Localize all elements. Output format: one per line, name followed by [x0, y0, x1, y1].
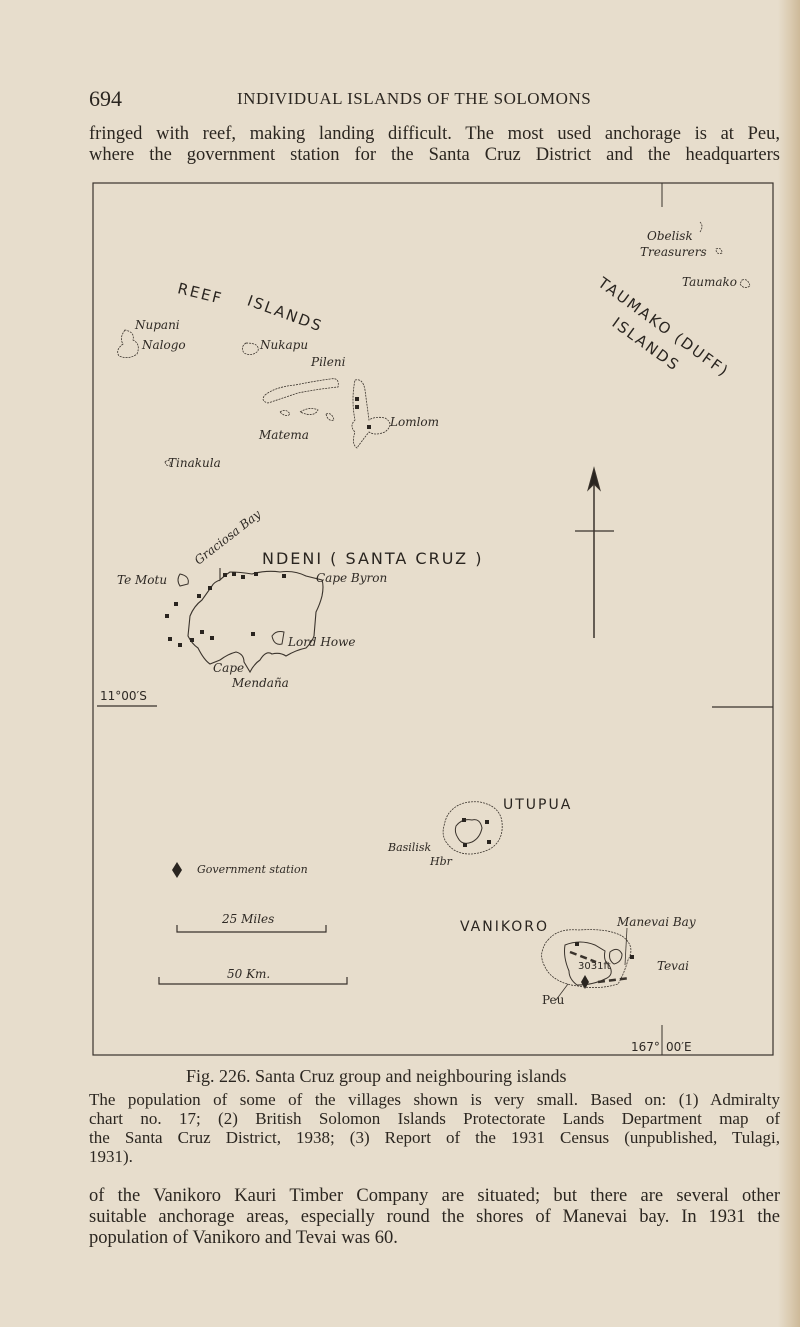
- label-lomlom: Lomlom: [390, 415, 440, 429]
- label-mendana: Mendaña: [232, 676, 289, 690]
- pileni-reef: [262, 378, 339, 404]
- label-lord-howe: Lord Howe: [288, 635, 356, 649]
- vanikoro-island: [564, 941, 612, 986]
- caption-line: the Santa Cruz District, 1938; (3) Repor…: [89, 1128, 780, 1147]
- duff-islands: [699, 221, 751, 288]
- label-nalogo: Nalogo: [142, 338, 186, 352]
- body-line: population of Vanikoro and Tevai was 60.: [89, 1228, 398, 1248]
- te-motu-island: [177, 573, 189, 587]
- intro-line: where the government station for the San…: [89, 145, 780, 165]
- map-frame: [92, 182, 774, 1056]
- label-latitude: 11°00′S: [100, 689, 147, 703]
- tinakula-island: [164, 460, 172, 466]
- label-nupani: Nupani: [135, 318, 180, 332]
- label-obelisk: Obelisk: [647, 229, 693, 243]
- nukapu-island: [242, 342, 259, 355]
- label-manevai-bay: Manevai Bay: [617, 915, 696, 929]
- body-line: suitable anchorage areas, especially rou…: [89, 1207, 780, 1227]
- label-longitude-min: 00′E: [666, 1040, 692, 1054]
- lord-howe-island: [271, 631, 285, 645]
- scale-bar-km: [158, 977, 348, 985]
- caption-line: 1931).: [89, 1147, 133, 1166]
- running-title: INDIVIDUAL ISLANDS OF THE SOLOMONS: [237, 89, 592, 108]
- label-te-motu: Te Motu: [117, 573, 168, 587]
- government-station-legend-icon: [172, 862, 182, 878]
- nupani-nalogo-island: [117, 329, 139, 358]
- label-vanikoro: VANIKORO: [460, 919, 550, 935]
- label-longitude-deg: 167°: [631, 1040, 660, 1054]
- label-peu: Peu: [542, 993, 565, 1007]
- scale-bar-miles: [176, 925, 327, 933]
- label-ndeni: NDENI ( SANTA CRUZ ): [262, 549, 484, 568]
- label-treasurers: Treasurers: [640, 245, 707, 259]
- page-edge-shadow: [778, 0, 800, 1327]
- utupua-reef: [442, 801, 503, 855]
- label-tevai: Tevai: [657, 959, 689, 973]
- village-markers: [165, 397, 634, 989]
- page-number: 694: [89, 86, 122, 111]
- north-arrow-icon: [575, 466, 614, 638]
- label-height: 3031ft: [578, 961, 611, 972]
- label-taumako: Taumako: [682, 275, 737, 289]
- label-cape-byron: Cape Byron: [316, 571, 388, 585]
- label-hbr: Hbr: [430, 855, 452, 868]
- matema-islands: [279, 408, 335, 421]
- label-pileni: Pileni: [311, 355, 346, 369]
- caption-line: The population of some of the villages s…: [89, 1090, 780, 1109]
- intro-line: fringed with reef, making landing diffic…: [89, 124, 780, 144]
- label-basilisk: Basilisk: [388, 841, 432, 854]
- label-tinakula: Tinakula: [168, 456, 221, 470]
- label-matema: Matema: [259, 428, 309, 442]
- legend-government-station: Government station: [197, 863, 308, 876]
- tevai-island: [609, 948, 623, 965]
- vanikoro-reef: [541, 929, 632, 988]
- body-line: of the Vanikoro Kauri Timber Company are…: [89, 1186, 780, 1206]
- caption-line: chart no. 17; (2) British Solomon Island…: [89, 1109, 780, 1128]
- utupua-island: [454, 819, 483, 844]
- scale-label-miles: 25 Miles: [222, 912, 275, 926]
- figure-caption: Fig. 226. Santa Cruz group and neighbour…: [186, 1066, 567, 1086]
- ndeni-island: [187, 568, 324, 674]
- label-utupua: UTUPUA: [503, 797, 573, 813]
- reef-islands-main: [351, 379, 391, 449]
- peu-government-station-icon: [581, 975, 589, 989]
- scale-label-km: 50 Km.: [227, 967, 271, 981]
- label-cape: Cape: [213, 661, 245, 675]
- label-nukapu: Nukapu: [260, 338, 309, 352]
